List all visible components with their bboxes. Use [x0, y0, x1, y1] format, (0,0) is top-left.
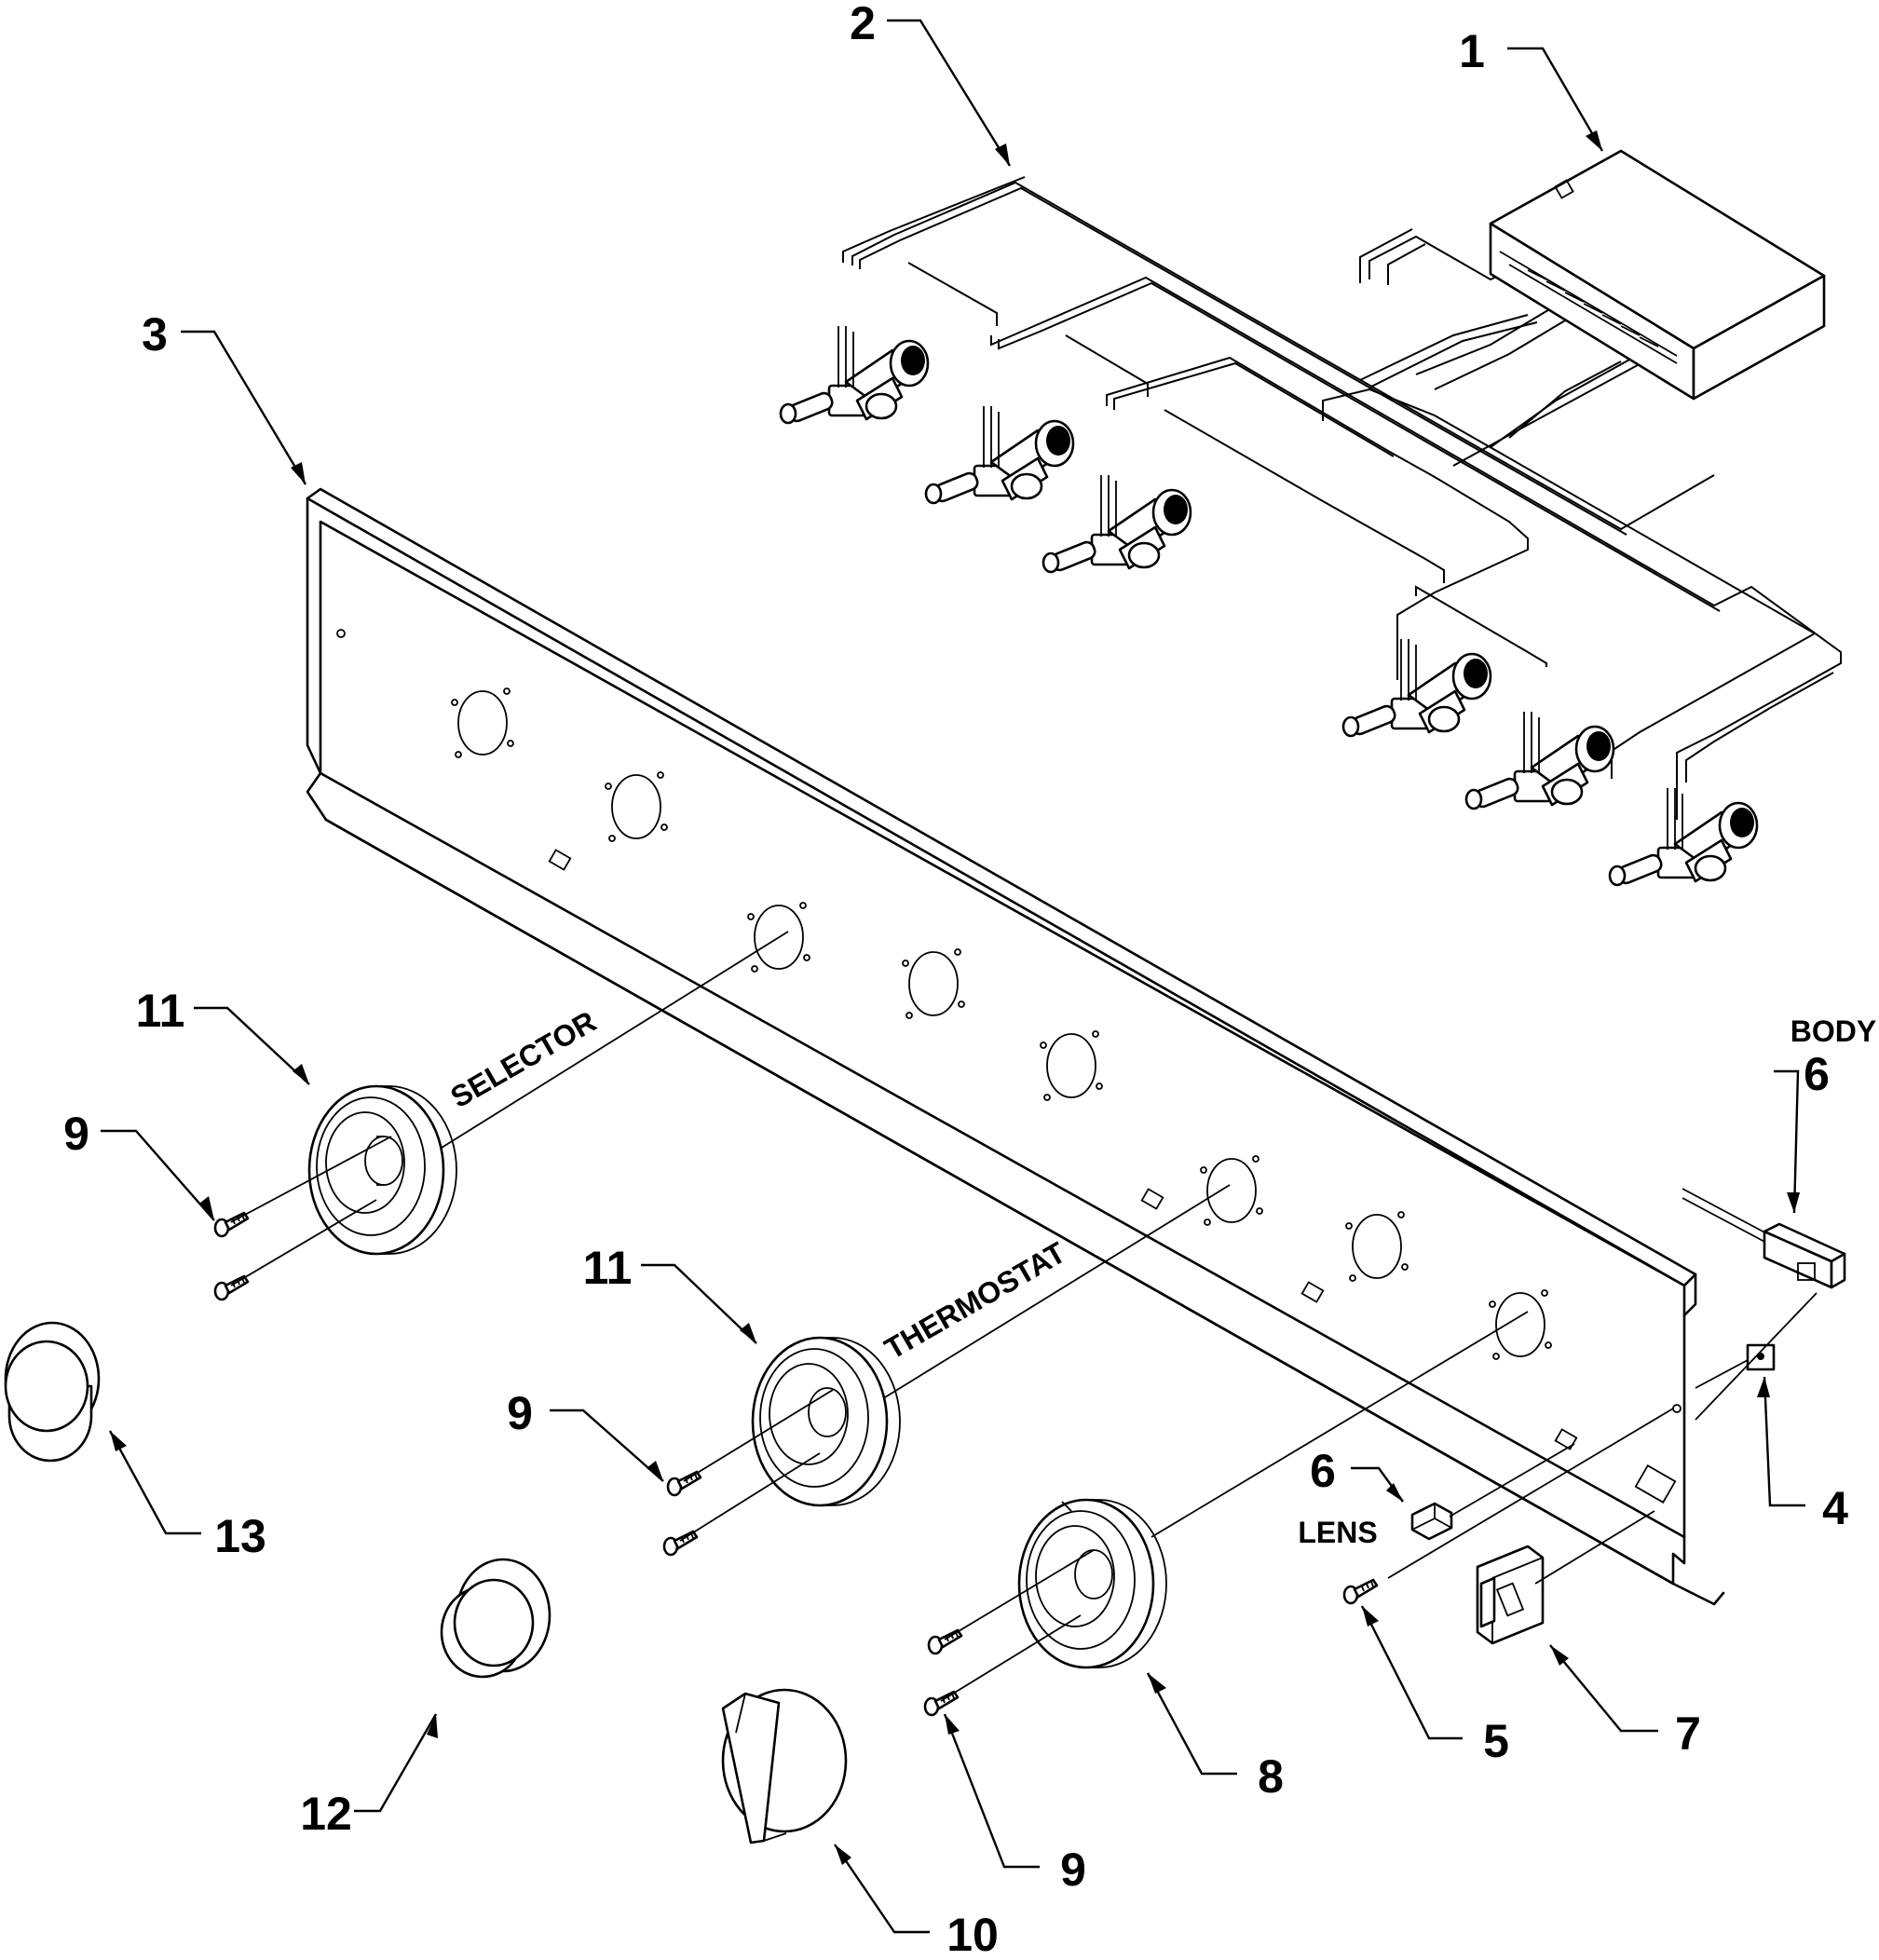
callout-8: 8	[1258, 1750, 1284, 1803]
callout-arrowheads	[110, 130, 1800, 1865]
callout-labels: 1 2 3 4 5 6 6 7 8 9 9 9 10 11 11 12 13	[63, 0, 1848, 1960]
knob-12	[440, 1558, 551, 1679]
callout-11-selector: 11	[136, 985, 185, 1037]
callout-6-body: 6	[1804, 1048, 1830, 1100]
body-label: BODY	[1790, 1014, 1876, 1048]
callout-6-lens: 6	[1310, 1445, 1336, 1497]
callout-9-top: 9	[63, 1108, 89, 1160]
bezel-8	[1017, 1498, 1167, 1669]
rocker-switch-7	[1476, 1545, 1545, 1645]
selector-bezel	[307, 1084, 457, 1256]
control-panel	[306, 487, 1725, 1606]
panel-mounting-holes	[451, 687, 1552, 1360]
callout-7: 7	[1675, 1708, 1701, 1760]
gas-valves	[779, 324, 1759, 887]
callout-5: 5	[1483, 1715, 1509, 1767]
callout-leaders	[101, 19, 1805, 1934]
callout-11-thermostat: 11	[583, 1242, 633, 1294]
callout-1: 1	[1459, 25, 1485, 77]
callout-9-mid: 9	[507, 1387, 533, 1439]
callout-4: 4	[1822, 1482, 1848, 1534]
callout-2: 2	[850, 0, 876, 49]
callout-9-bottom: 9	[1060, 1844, 1086, 1896]
knob-13	[4, 1321, 101, 1463]
callout-3: 3	[142, 308, 168, 361]
callout-10: 10	[946, 1909, 999, 1960]
callout-12: 12	[300, 1788, 352, 1840]
switch-box	[1489, 149, 1826, 401]
callout-13: 13	[214, 1510, 266, 1562]
lens-label: LENS	[1298, 1516, 1377, 1549]
thermostat-bezel	[751, 1336, 901, 1507]
gas-manifold-tubing	[842, 176, 1842, 820]
body-6-socket	[1682, 1188, 1846, 1289]
lamp-4-bracket	[1746, 1343, 1776, 1371]
lens-6	[1410, 1502, 1453, 1541]
knob-10	[721, 1688, 848, 1844]
alignment-lines	[230, 931, 1818, 1702]
